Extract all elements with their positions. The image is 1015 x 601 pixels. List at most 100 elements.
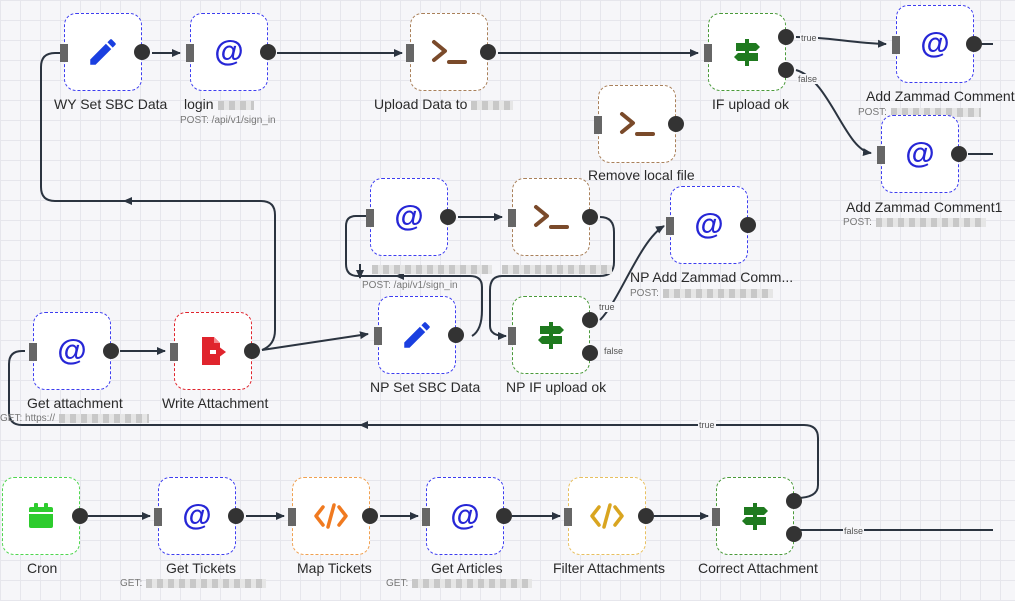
input-handle[interactable] [704,44,712,62]
input-handle[interactable] [29,343,37,361]
output-true-handle[interactable] [778,29,794,45]
node-np-set-sbc-data[interactable] [374,296,464,374]
output-handle[interactable] [966,36,982,52]
node-label: WY Set SBC Data [54,96,168,112]
terminal-icon [432,40,467,64]
at-sign-icon: @ [394,200,424,233]
input-handle[interactable] [892,36,900,54]
input-handle[interactable] [564,508,572,526]
output-handle[interactable] [582,209,598,225]
output-handle[interactable] [448,327,464,343]
wire-label-correct-false: false [843,526,865,536]
node-label-blurred [498,264,612,275]
output-handle[interactable] [440,209,456,225]
output-handle[interactable] [740,217,756,233]
node-label: Write Attachment [162,395,269,411]
node-np-upload-data[interactable] [508,178,598,256]
input-handle[interactable] [594,116,602,134]
node-np-add-zammad-comment[interactable]: @ [666,186,756,264]
node-subtitle: POST: [630,288,773,299]
output-handle[interactable] [228,508,244,524]
node-cron[interactable] [2,477,88,555]
node-subtitle: GET: [386,578,533,589]
node-get-tickets[interactable]: @ [154,477,244,555]
node-get-attachment[interactable]: @ [29,312,119,390]
output-handle[interactable] [668,116,684,132]
wire-label-false: false [797,74,819,84]
wire-write-wy [40,52,276,351]
node-add-zammad-comment1[interactable]: @ [877,115,967,193]
output-handle[interactable] [134,44,150,60]
node-get-articles[interactable]: @ [422,477,512,555]
node-np-login[interactable]: @ [366,178,456,256]
node-filter-attachments[interactable] [564,477,654,555]
node-label: Filter Attachments [553,560,666,576]
node-upload-data[interactable] [406,13,496,91]
output-handle[interactable] [638,508,654,524]
wire-true-loop [8,350,819,499]
at-sign-icon: @ [920,27,950,60]
output-false-handle[interactable] [778,62,794,78]
file-export-icon [202,337,226,365]
signpost-icon [538,322,564,349]
node-map-tickets[interactable] [288,477,378,555]
input-handle[interactable] [288,508,296,526]
wire-label-np-true: true [598,302,616,312]
input-handle[interactable] [712,508,720,526]
node-label: Add Zammad Comment1 [846,199,1003,215]
node-np-if-upload-ok[interactable] [508,296,598,374]
input-handle[interactable] [422,508,430,526]
output-handle[interactable] [103,343,119,359]
input-handle[interactable] [508,327,516,345]
node-subtitle: GET: https:// [0,413,150,424]
signpost-icon [742,503,768,530]
node-wy-set-sbc-data[interactable] [60,13,150,91]
output-handle[interactable] [260,44,276,60]
at-sign-icon: @ [182,499,212,532]
input-handle[interactable] [508,209,516,227]
output-handle[interactable] [496,508,512,524]
at-sign-icon: @ [905,137,935,170]
output-true-handle[interactable] [582,312,598,328]
input-handle[interactable] [406,44,414,62]
node-label: NP IF upload ok [506,379,607,395]
output-false-handle[interactable] [582,345,598,361]
node-label: Map Tickets [297,560,372,576]
node-if-upload-ok[interactable] [704,13,794,91]
input-handle[interactable] [170,343,178,361]
input-handle[interactable] [374,327,382,345]
output-true-handle[interactable] [786,493,802,509]
pencil-icon [404,322,430,348]
output-handle[interactable] [362,508,378,524]
input-handle[interactable] [877,146,885,164]
node-label: Get attachment [27,395,123,411]
node-label: Add Zammad Comment [866,88,1015,104]
node-label: Correct Attachment [698,560,818,576]
node-remove-local-file[interactable] [594,85,684,163]
input-handle[interactable] [154,508,162,526]
node-write-attachment[interactable] [170,312,260,390]
input-handle[interactable] [60,44,68,62]
node-add-zammad-comment[interactable]: @ [892,5,982,83]
node-subtitle: POST: /api/v1/sign_in [362,280,458,291]
output-handle[interactable] [72,508,88,524]
output-handle[interactable] [244,343,260,359]
wire-write-npset [261,331,369,351]
input-handle[interactable] [666,217,674,235]
input-handle[interactable] [366,209,374,227]
output-handle[interactable] [951,146,967,162]
code-icon [314,503,348,529]
input-handle[interactable] [186,44,194,62]
terminal-icon [620,112,655,136]
node-label: IF upload ok [712,96,790,112]
node-label: Remove local file [588,167,695,183]
code-icon [590,503,624,529]
node-subtitle: POST: [843,217,986,228]
node-login[interactable]: @ [186,13,276,91]
output-handle[interactable] [480,44,496,60]
node-correct-attachment[interactable] [712,477,802,555]
node-label: Upload Data to [374,96,514,112]
node-label: login [184,96,254,112]
node-label-blurred [368,264,492,275]
output-false-handle[interactable] [786,526,802,542]
